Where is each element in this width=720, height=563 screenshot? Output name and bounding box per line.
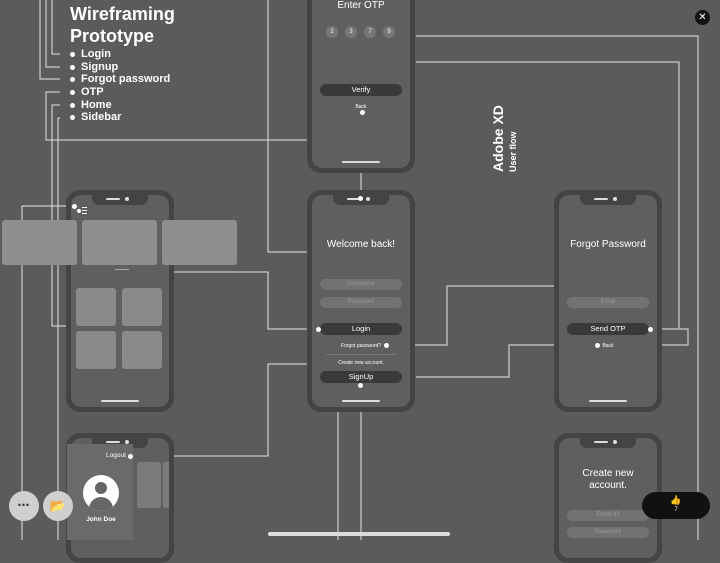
logout-link[interactable]: Logout	[106, 452, 126, 459]
connector-forgot	[39, 0, 60, 80]
more-icon[interactable]: ⋯	[9, 491, 39, 521]
avatar-head	[95, 482, 107, 494]
section-list: Login Signup Forgot password OTP Home Si…	[70, 48, 170, 124]
forgot-screen: Forgot Password Email Send OTP Back	[559, 195, 657, 407]
signup-password-field[interactable]: Password	[567, 527, 649, 538]
phone-notch	[92, 438, 148, 448]
section-item: Sidebar	[70, 111, 170, 124]
signup-title: Create new account.	[582, 468, 634, 491]
grid-tile[interactable]	[76, 288, 116, 326]
home-indicator	[342, 400, 380, 402]
app-subtitle: User flow	[508, 131, 518, 172]
section-item: Login	[70, 48, 170, 61]
verify-button[interactable]: Verify	[320, 84, 402, 96]
signup-screen: Create new account. Email ID Password	[559, 438, 657, 558]
connector-otp-to-login	[267, 0, 307, 253]
forgot-password-link[interactable]: Forgot password?	[340, 343, 382, 349]
home-indicator-bar	[268, 532, 450, 536]
connector-node	[316, 327, 321, 332]
carousel-card[interactable]	[82, 220, 157, 265]
phone-notch	[580, 438, 636, 448]
connector-node	[358, 383, 363, 388]
connector-node	[384, 343, 389, 348]
otp-phone: Enter OTP 2 3 7 9 Verify Back	[307, 0, 415, 173]
carousel-card[interactable]	[2, 220, 77, 265]
otp-title: Enter OTP	[337, 0, 385, 11]
login-title: Welcome back!	[326, 239, 396, 250]
forgot-phone: Forgot Password Email Send OTP Back	[554, 190, 662, 412]
diagram-title: Wireframing Prototype	[70, 4, 175, 46]
grid-tile[interactable]	[122, 331, 162, 369]
connector-home	[51, 104, 67, 327]
home-indicator	[101, 400, 139, 402]
connector-login	[51, 0, 60, 55]
create-account-text: Create new account.	[338, 360, 384, 366]
section-item: OTP	[70, 86, 170, 99]
signup-button[interactable]: SignUp	[320, 371, 402, 383]
connector-node	[360, 110, 365, 115]
connector-sidebar	[57, 117, 60, 540]
otp-back-link[interactable]: Back	[355, 104, 367, 110]
carousel-card[interactable]	[162, 220, 237, 265]
otp-digit[interactable]: 2	[326, 26, 338, 38]
connector-login-home	[174, 271, 318, 330]
connector-node	[128, 454, 133, 459]
thumbs-up-icon: 👍	[670, 495, 682, 505]
send-otp-button[interactable]: Send OTP	[567, 323, 649, 335]
login-phone: Welcome back! Username Password Login Fo…	[307, 190, 415, 412]
background-tile	[163, 462, 169, 508]
connector-node	[595, 343, 600, 348]
forgot-back-link[interactable]: Back	[602, 343, 614, 349]
email-id-field[interactable]: Email ID	[567, 510, 649, 521]
grid-tile[interactable]	[122, 288, 162, 326]
email-field[interactable]: Email	[567, 297, 649, 308]
app-name: Adobe XD	[490, 105, 506, 172]
background-tile	[137, 462, 161, 508]
otp-screen: Enter OTP 2 3 7 9 Verify Back	[312, 0, 410, 168]
forgot-title: Forgot Password	[570, 239, 646, 250]
connector-node	[72, 204, 77, 209]
user-name: John Doe	[86, 516, 116, 523]
section-item: Forgot password	[70, 73, 170, 86]
phone-notch	[580, 195, 636, 205]
grid-tile[interactable]	[76, 331, 116, 369]
like-count: 7	[674, 507, 678, 513]
avatar	[83, 475, 119, 511]
connector-node	[358, 196, 363, 201]
folder-icon[interactable]: 📂	[43, 491, 73, 521]
carousel-indicator	[115, 269, 129, 270]
connector-loop	[660, 328, 689, 346]
login-button[interactable]: Login	[320, 323, 402, 335]
section-item: Signup	[70, 61, 170, 74]
home-indicator	[342, 161, 380, 163]
otp-digit[interactable]: 9	[383, 26, 395, 38]
connector-signup	[45, 0, 60, 68]
otp-digit[interactable]: 3	[345, 26, 357, 38]
login-screen: Welcome back! Username Password Login Fo…	[312, 195, 410, 407]
username-field[interactable]: Username	[320, 279, 402, 290]
otp-digit[interactable]: 7	[364, 26, 376, 38]
password-field[interactable]: Password	[320, 297, 402, 308]
avatar-body	[89, 497, 113, 511]
connector-node	[648, 327, 653, 332]
menu-icon[interactable]	[77, 207, 87, 214]
divider	[326, 354, 396, 355]
side-label: Adobe XD User flow	[466, 88, 526, 172]
like-button[interactable]: 👍 7	[642, 492, 710, 519]
close-icon[interactable]: ✕	[695, 10, 710, 25]
home-indicator	[589, 400, 627, 402]
section-item: Home	[70, 99, 170, 112]
phone-notch	[92, 195, 148, 205]
